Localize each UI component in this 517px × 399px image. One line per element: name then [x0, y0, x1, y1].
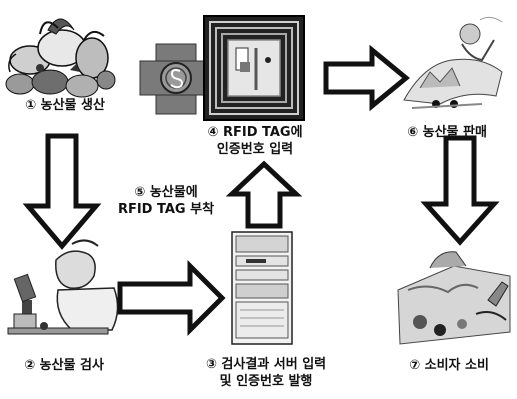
step-7-number: ⑦ — [409, 358, 421, 373]
arrow-production-to-inspection — [22, 133, 102, 250]
step-5-number: ⑤ — [134, 185, 146, 200]
market-scene-illustration — [403, 16, 503, 109]
step-7-text: 소비자 소비 — [424, 358, 489, 373]
step-2-text: 농산물 검사 — [39, 358, 104, 373]
step-1-text: 농산물 생산 — [40, 98, 105, 113]
server-illustration — [231, 231, 293, 345]
step-6-text: 농산물 판매 — [422, 125, 487, 140]
inspector-illustration — [7, 239, 119, 335]
arrow-inspection-to-server — [117, 259, 226, 337]
step-4-line2: 인증번호 입력 — [216, 142, 294, 157]
arrow-sale-to-consumer — [420, 135, 500, 246]
plus-icon — [139, 43, 213, 115]
step-6-number: ⑥ — [407, 125, 419, 140]
step-3-number: ③ — [205, 357, 217, 372]
arrow-tag-to-sale — [323, 44, 410, 112]
step-3-line1: 검사결과 서버 입력 — [221, 357, 327, 372]
step-4-number: ④ — [207, 125, 219, 140]
rfid-tag-illustration — [203, 15, 305, 121]
step-2-number: ② — [24, 358, 36, 373]
arrow-server-to-tag — [225, 160, 303, 229]
step-5-line1: 농산물에 — [149, 185, 198, 200]
produce-illustration — [5, 18, 116, 98]
step-7-label: ⑦ 소비자 소비 — [384, 357, 514, 374]
consumer-scene-illustration — [397, 251, 511, 345]
step-1-number: ① — [25, 98, 37, 113]
step-4-label: ④ RFID TAG에 인증번호 입력 — [190, 124, 320, 158]
step-4-line1: RFID TAG에 — [222, 125, 303, 140]
step-1-label: ① 농산물 생산 — [2, 97, 128, 114]
step-3-label: ③ 검사결과 서버 입력 및 인증번호 발행 — [186, 356, 346, 390]
step-3-line2: 및 인증번호 발행 — [219, 374, 313, 389]
step-5-line2: RFID TAG 부착 — [117, 202, 215, 217]
step-5-label: ⑤ 농산물에 RFID TAG 부착 — [104, 184, 228, 218]
step-6-label: ⑥ 농산물 판매 — [382, 124, 512, 141]
step-2-label: ② 농산물 검사 — [2, 357, 126, 374]
